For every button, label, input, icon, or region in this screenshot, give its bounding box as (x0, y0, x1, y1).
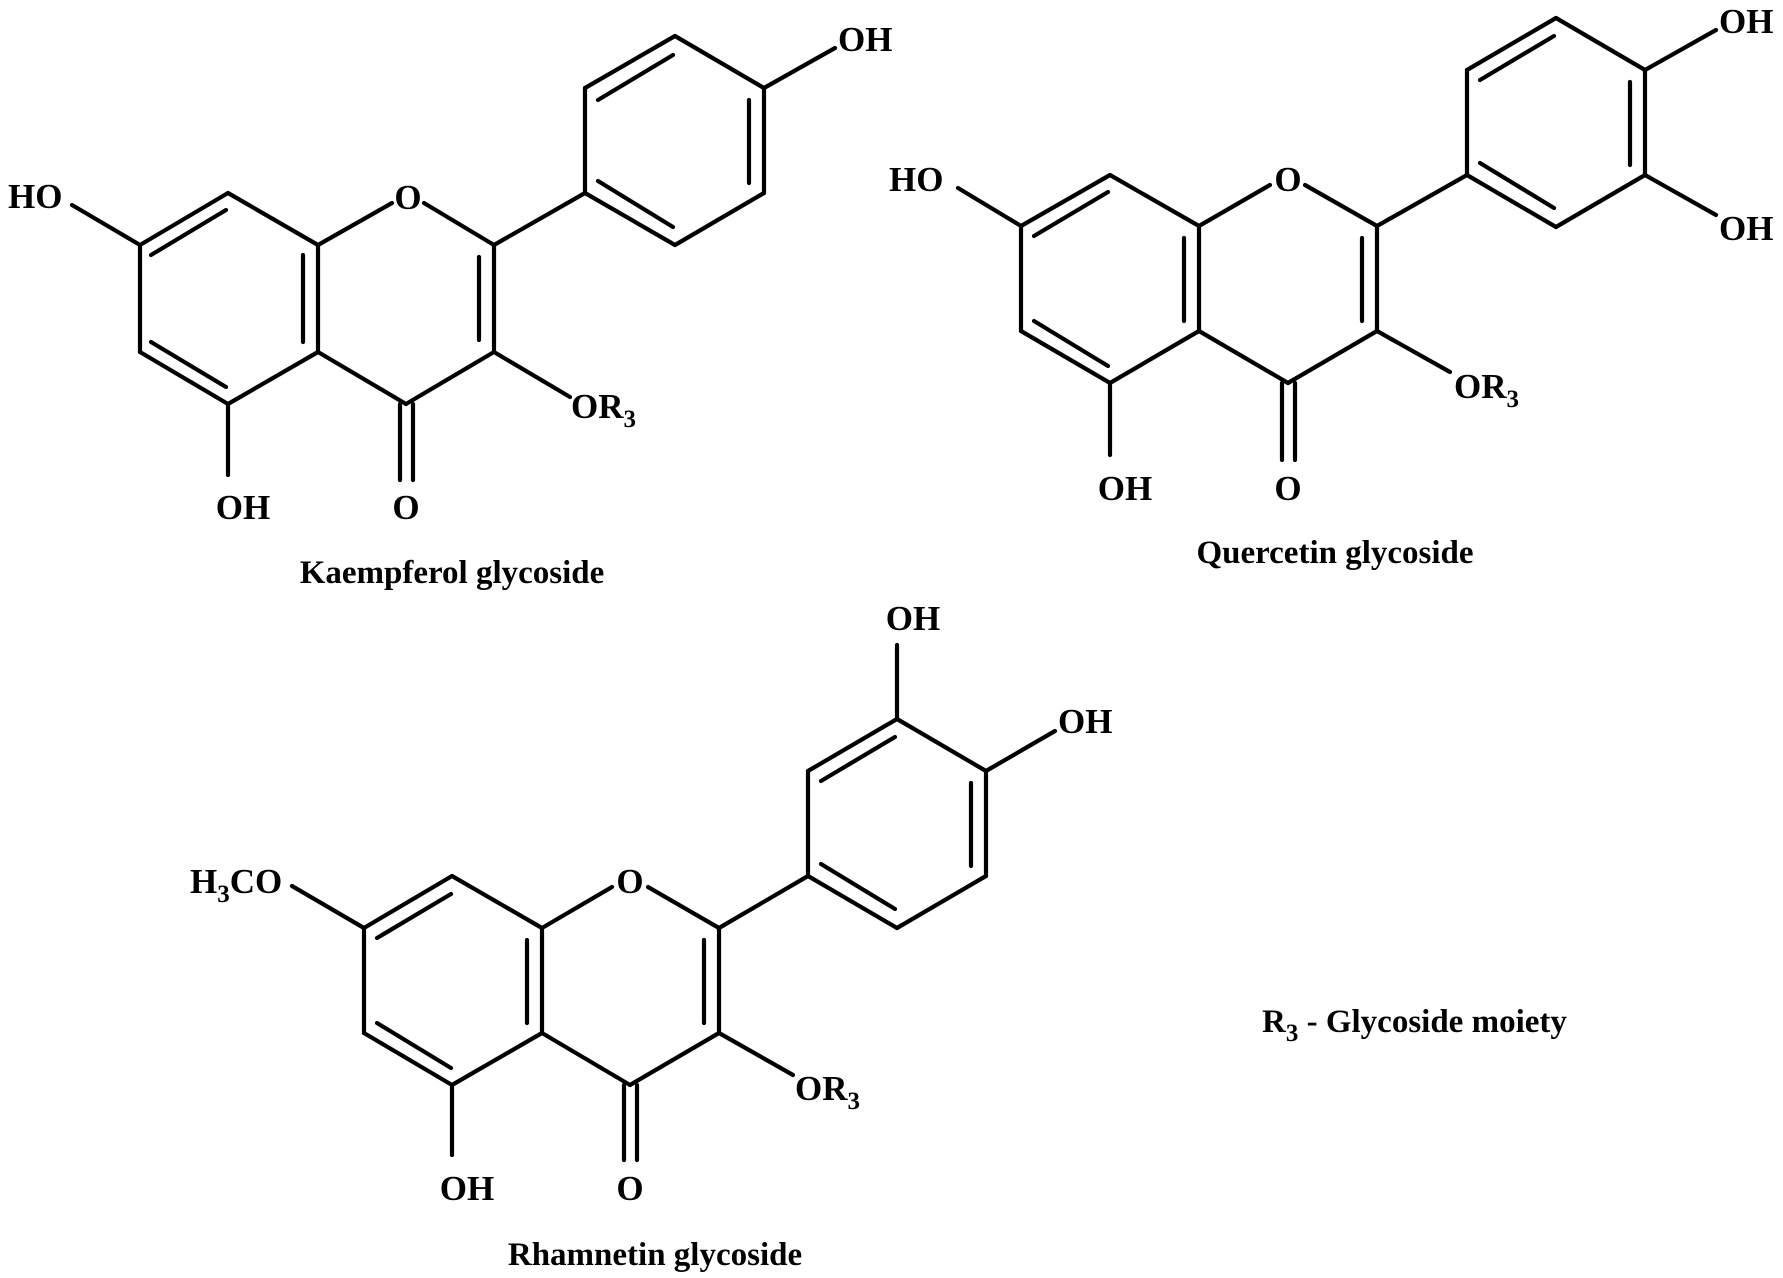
r3-legend: R3 - Glycoside moiety (1262, 1004, 1567, 1047)
rhamnetin-5-hydroxyl-label: OH (440, 1169, 494, 1208)
kaempferol-4prime-hydroxyl-label: OH (838, 20, 892, 59)
quercetin-7-hydroxyl-label: HO (889, 160, 943, 199)
quercetin-atom-labels: HO O OH O OR3 OH OH (889, 2, 1773, 508)
kaempferol-5-hydroxyl-label: OH (216, 488, 270, 527)
kaempferol-carbonyl-oxygen-label: O (392, 488, 419, 527)
quercetin-caption: Quercetin glycoside (1196, 535, 1473, 571)
rhamnetin-7-methoxy-label: H3CO (190, 862, 282, 908)
rhamnetin-3prime-hydroxyl-label: OH (886, 599, 940, 638)
rhamnetin-3-glycoside-label: OR3 (795, 1069, 860, 1115)
kaempferol-ring-oxygen-label: O (394, 178, 421, 217)
quercetin-ring-oxygen-label: O (1274, 160, 1301, 199)
rhamnetin-4prime-hydroxyl-label: OH (1058, 702, 1112, 741)
kaempferol-7-hydroxyl-label: HO (8, 177, 62, 216)
kaempferol-3-glycoside-label: OR3 (571, 387, 636, 433)
rhamnetin-atom-labels: H3CO O OH O OR3 OH OH (190, 599, 1112, 1208)
rhamnetin-carbonyl-oxygen-label: O (616, 1169, 643, 1208)
quercetin-3prime-hydroxyl-label: OH (1719, 209, 1773, 248)
rhamnetin-ring-oxygen-label: O (616, 862, 643, 901)
kaempferol-bonds (69, 33, 838, 483)
quercetin-glycoside-structure: HO O OH O OR3 OH OH Quercetin glycoside (889, 2, 1773, 571)
kaempferol-glycoside-structure: HO O OH O OR3 OH Kaempferol glycoside (8, 20, 892, 591)
rhamnetin-glycoside-structure: H3CO O OH O OR3 OH OH Rhamnetin glycosid… (190, 599, 1112, 1273)
quercetin-4prime-hydroxyl-label: OH (1719, 2, 1773, 41)
kaempferol-caption: Kaempferol glycoside (300, 555, 605, 591)
quercetin-5-hydroxyl-label: OH (1098, 469, 1152, 508)
kaempferol-atom-labels: HO O OH O OR3 OH (8, 20, 892, 527)
quercetin-carbonyl-oxygen-label: O (1274, 469, 1301, 508)
quercetin-3-glycoside-label: OR3 (1454, 367, 1519, 413)
rhamnetin-bonds (289, 642, 1058, 1163)
quercetin-bonds (955, 15, 1719, 463)
rhamnetin-caption: Rhamnetin glycoside (508, 1237, 802, 1273)
